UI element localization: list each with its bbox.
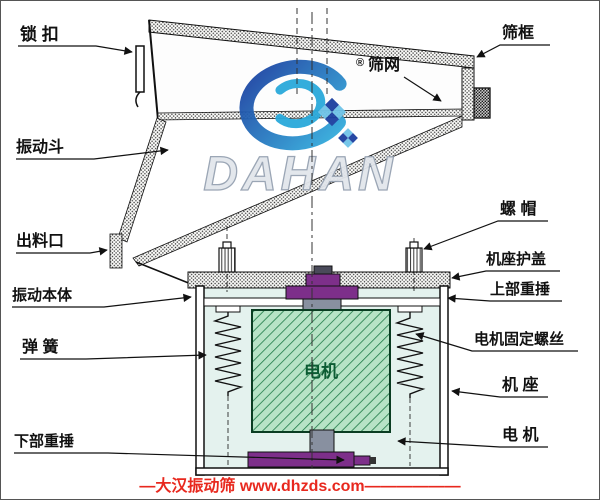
lower-bolt-cap (370, 457, 376, 464)
logo-wordmark: DAHAN (203, 148, 396, 201)
nut-leader (423, 220, 548, 251)
motor-leader (397, 437, 548, 448)
motor-label: 电 机 (502, 425, 538, 444)
lower-weight-bolt (353, 455, 371, 466)
hopper-left-band (117, 117, 167, 243)
lower-weight-assembly (247, 429, 376, 468)
motor: 电机 (251, 309, 391, 433)
motor-screw-label: 电机固定螺丝 (474, 330, 564, 348)
base-bottom (195, 467, 449, 476)
lower-shaft (309, 429, 335, 453)
base-label: 机 座 (502, 375, 538, 394)
registered-mark: ® (356, 57, 364, 69)
machine-base: 电机 (187, 226, 451, 476)
motor-screw-leader (415, 332, 578, 352)
clamp-bolt-left (218, 226, 236, 292)
logo-checker-1 (317, 97, 347, 127)
cover-label: 机座护盖 (486, 250, 546, 268)
upper-weight-leader (447, 294, 562, 303)
sieve-frame (135, 19, 491, 121)
upper-weight-assembly (285, 265, 359, 311)
lower-weight-leader (14, 452, 345, 464)
hopper-slope-band (132, 115, 463, 267)
spring-right (394, 305, 426, 466)
spring-leader (20, 351, 207, 360)
lower-weight-label: 下部重捶 (14, 432, 74, 450)
upper-weight-bar (285, 285, 359, 300)
frame-edge-block (473, 87, 491, 119)
discharge-spout (109, 233, 123, 269)
mesh-label: 筛网 (368, 55, 400, 74)
hopper-to-base-line (135, 261, 197, 287)
outlet-label: 出料口 (16, 231, 64, 250)
spring-label: 弹 簧 (22, 337, 58, 356)
logo-swirl-outer (239, 59, 347, 151)
hopper-label: 振动斗 (16, 137, 64, 156)
upper-weight-label: 上部重捶 (490, 280, 550, 298)
vibration-hopper (109, 115, 463, 287)
footer-watermark-text: —大汉振动筛 www.dhzds.com—————— (139, 476, 460, 495)
latch-hook (135, 91, 141, 108)
motor-inner-label: 电机 (304, 361, 338, 381)
sieve-frame-left-edge (148, 19, 159, 121)
nut-cap (409, 241, 419, 249)
upper-weight-stack (305, 273, 341, 287)
sieve-frame-right-band (461, 67, 475, 121)
base-left-wall (195, 285, 205, 476)
callouts: 锁 扣 振动斗 出料口 振动本体 弹 簧 下部重捶 筛框 ® 筛网 螺 帽 机座… (12, 23, 578, 464)
lock-label: 锁 扣 (20, 24, 59, 44)
logo-checker-2 (338, 128, 358, 148)
latch (135, 45, 145, 108)
cover-leader (451, 270, 560, 281)
body-leader (12, 293, 192, 308)
logo-swirl-inner (275, 78, 326, 129)
body-label: 振动本体 (12, 286, 73, 304)
clamp-bolt-right (405, 238, 423, 292)
base-right-wall (439, 285, 449, 476)
upper-shaft (302, 298, 342, 311)
center-lines (296, 8, 328, 468)
frame-leader (476, 44, 550, 58)
mesh-leader (403, 76, 442, 102)
spring-left (212, 305, 244, 466)
lock-leader (18, 45, 133, 55)
watermark: DAHAN (203, 59, 396, 202)
nut-label: 螺 帽 (500, 199, 536, 218)
hopper-leader (16, 146, 169, 160)
base-leader (451, 387, 548, 398)
frame-label: 筛框 (502, 23, 534, 42)
outlet-leader (16, 247, 108, 256)
